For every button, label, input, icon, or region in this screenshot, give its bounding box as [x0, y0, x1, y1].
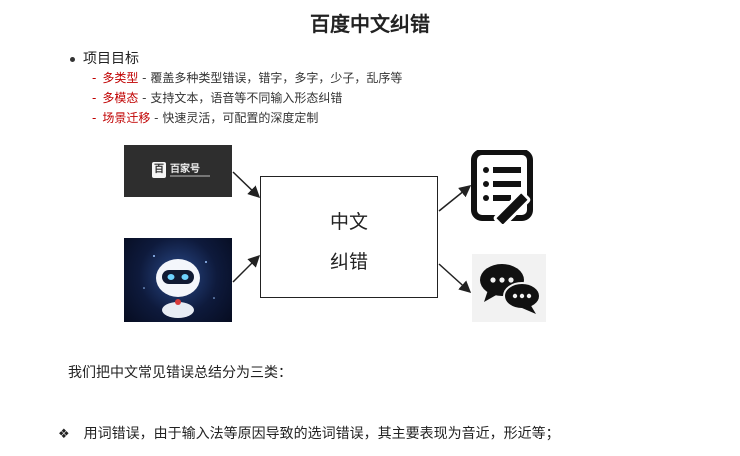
robot-image	[124, 238, 232, 322]
goal-desc: 覆盖多种类型错误，错字，多字，少子，乱序等	[150, 71, 403, 85]
goal-header-label: 项目目标	[83, 51, 139, 67]
dash-icon: -	[92, 91, 97, 105]
goal-item: -多类型 - 覆盖多种类型错误，错字，多字，少子，乱序等	[92, 68, 402, 88]
goal-desc: 支持文本，语音等不同输入形态纠错	[150, 91, 343, 105]
chat-bubbles-icon	[480, 264, 541, 314]
bullet-dot-icon	[70, 56, 75, 62]
bullet-text: 用词错误，由于输入法等原因导致的选词错误，其主要表现为音近，形近等；	[83, 426, 560, 442]
goal-key: 多模态	[102, 91, 139, 105]
goal-list: -多类型 - 覆盖多种类型错误，错字，多字，少子，乱序等 -多模态 - 支持文本…	[92, 68, 402, 128]
goal-separator: -	[138, 91, 151, 105]
center-box-line1: 中文	[329, 211, 368, 233]
arrow-box-to-doc	[438, 185, 472, 212]
logo-mark: 百	[152, 162, 166, 178]
arrow-robot-to-box	[232, 254, 261, 283]
goal-separator: -	[138, 71, 151, 85]
chat-image	[472, 254, 546, 322]
goal-separator: -	[150, 111, 163, 125]
logo-subline	[170, 175, 210, 177]
robot-icon	[143, 255, 215, 318]
goal-desc: 快速灵活，可配置的深度定制	[162, 111, 319, 125]
summary-text: 我们把中文常见错误总结分为三类：	[68, 365, 292, 381]
diamond-bullet-icon: ❖	[58, 427, 70, 442]
goal-key: 场景迁移	[102, 111, 151, 125]
document-edit-icon	[471, 150, 533, 224]
baijiahao-logo-image: 百 百家号	[124, 145, 232, 197]
bullet-item: ❖ 用词错误，由于输入法等原因导致的选词错误，其主要表现为音近，形近等；	[58, 423, 560, 443]
center-box: 中文 纠错	[260, 176, 438, 298]
goal-key: 多类型	[102, 71, 139, 85]
dash-icon: -	[92, 71, 97, 85]
goal-item: -多模态 - 支持文本，语音等不同输入形态纠错	[92, 88, 402, 108]
goal-header: 项目目标	[70, 48, 139, 68]
logo-text: 百家号	[170, 164, 200, 175]
page-title: 百度中文纠错	[310, 12, 430, 36]
arrow-box-to-chat	[438, 263, 472, 294]
center-box-line2: 纠错	[329, 251, 368, 273]
arrow-logo-to-box	[232, 171, 261, 199]
goal-item: -场景迁移 - 快速灵活，可配置的深度定制	[92, 108, 402, 128]
dash-icon: -	[92, 111, 97, 125]
